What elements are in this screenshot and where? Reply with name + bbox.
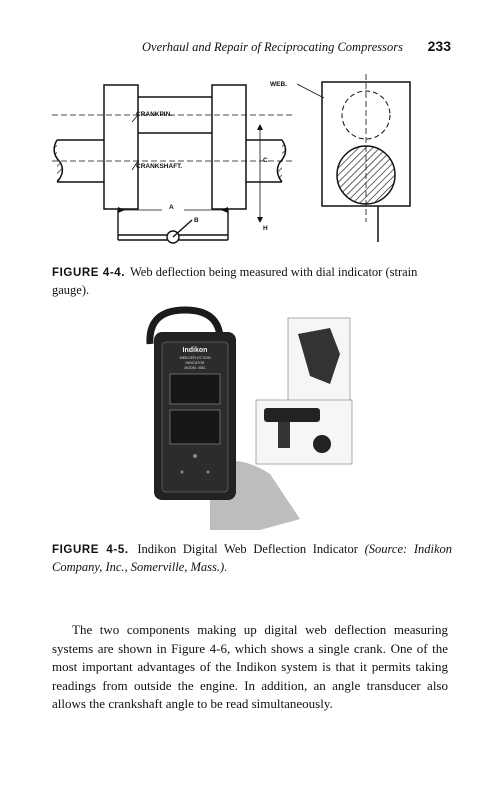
figure-4-4-text: Web deflection being measured with dial … [52, 265, 418, 297]
device-line-1: WEB DEFLECTION [179, 356, 211, 360]
dimension-c-label: C [263, 157, 268, 164]
figure-4-4-label: FIGURE 4-4. [52, 267, 126, 279]
page-number: 233 [427, 38, 451, 54]
crankshaft-label: CRANKSHAFT. [136, 163, 182, 170]
figure-4-5-label: FIGURE 4-5. [52, 544, 129, 556]
figure-4-4-caption: FIGURE 4-4. Web deflection being measure… [52, 264, 452, 299]
body-paragraph: The two components making up digital web… [52, 621, 448, 714]
figure-4-5-caption: FIGURE 4-5. Indikon Digital Web Deflecti… [52, 541, 452, 576]
web-label: WEB. [270, 81, 287, 88]
running-title: Overhaul and Repair of Reciprocating Com… [142, 40, 403, 54]
dimension-b-label: B [194, 217, 199, 224]
figure-4-4-diagram: WEB. CRANKPIN. CRANKSHAFT. A B C H [52, 74, 411, 244]
device-line-3: MODEL 4051 [184, 366, 205, 370]
figure-4-5-source: (Source: Indikon Company, Inc., Somervil… [52, 542, 453, 574]
dimension-h-label: H [263, 225, 268, 232]
crankpin-label: CRANKPIN. [136, 111, 172, 118]
figure-4-5-text: Indikon Digital Web Deflection Indicator [137, 542, 358, 556]
device-brand: Indikon [183, 347, 208, 354]
page-header: Overhaul and Repair of Reciprocating Com… [0, 38, 491, 58]
body-paragraph-text: The two components making up digital web… [52, 622, 448, 711]
device-line-2: INDICATOR [186, 361, 205, 365]
figure-4-5-photo: Indikon WEB DEFLECTION INDICATOR MODEL 4… [140, 304, 356, 532]
dimension-a-label: A [169, 204, 174, 211]
